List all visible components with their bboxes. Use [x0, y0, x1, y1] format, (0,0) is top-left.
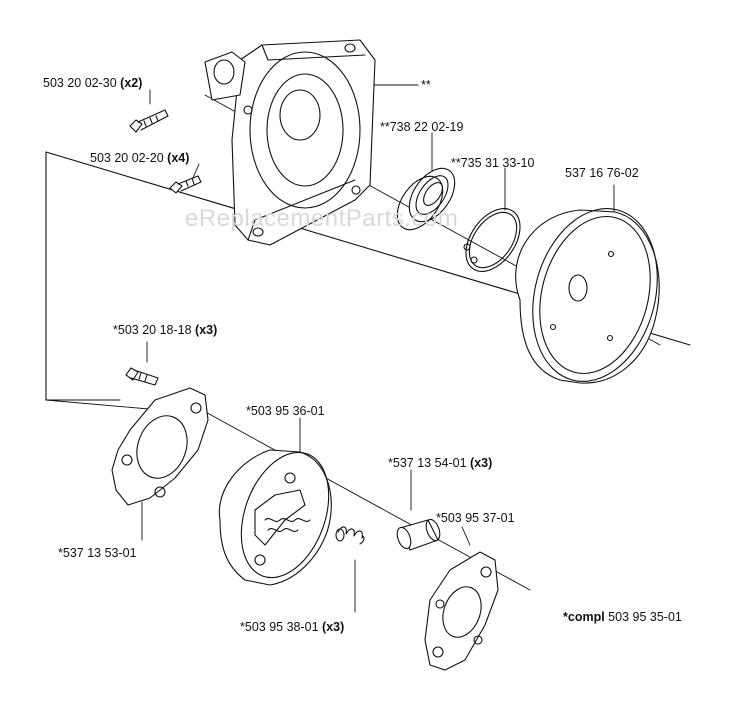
- label-shoe: *503 95 36-01: [246, 404, 325, 418]
- quantity: (x3): [470, 456, 493, 470]
- quantity: (x2): [120, 76, 143, 90]
- bushing: [396, 518, 441, 551]
- part-number: *503 20 18-18: [113, 323, 192, 337]
- part-number: **738 22 02-19: [380, 120, 464, 134]
- quantity: (x3): [195, 323, 218, 337]
- clutch-drum: [515, 208, 660, 384]
- label-spring: *503 95 38-01 (x3): [240, 620, 344, 634]
- front-plate: [111, 387, 209, 506]
- part-number: 503 95 35-01: [608, 610, 682, 624]
- screw: [125, 367, 159, 386]
- part-number: **735 31 33-10: [451, 156, 535, 170]
- part-number: **: [421, 78, 431, 92]
- part-number: 537 16 76-02: [565, 166, 639, 180]
- label-housing: **: [421, 78, 431, 92]
- rear-plate: [424, 551, 499, 671]
- label-front-plate: *537 13 53-01: [58, 546, 137, 560]
- watermark-text: eReplacementParts.com: [185, 205, 459, 232]
- label-bushing: *537 13 54-01 (x3): [388, 456, 492, 470]
- part-number: *537 13 53-01: [58, 546, 137, 560]
- quantity: (x4): [167, 151, 190, 165]
- part-number: *503 95 38-01: [240, 620, 319, 634]
- label-screw: *503 20 18-18 (x3): [113, 323, 217, 337]
- part-number: *537 13 54-01: [388, 456, 467, 470]
- part-number: 503 20 02-20: [90, 151, 164, 165]
- label-compl: *compl 503 95 35-01: [563, 610, 682, 624]
- leader-lines: [141, 84, 615, 613]
- label-bolt-long: 503 20 02-30 (x2): [43, 76, 142, 90]
- quantity: (x3): [322, 620, 345, 634]
- label-seal: **738 22 02-19: [380, 120, 463, 134]
- seal: [396, 167, 456, 231]
- part-number: *503 95 36-01: [246, 404, 325, 418]
- part-number: 503 20 02-30: [43, 76, 117, 90]
- part-number: *503 95 37-01: [436, 511, 515, 525]
- frame-line-lower: [45, 399, 161, 411]
- compl-prefix: *compl: [563, 610, 605, 624]
- label-ring: **735 31 33-10: [451, 156, 534, 170]
- label-drum: 537 16 76-02: [565, 166, 639, 180]
- bolt-long: [129, 109, 169, 133]
- label-rear-plate: *503 95 37-01: [436, 511, 515, 525]
- clutch-shoe-assembly: [218, 449, 332, 586]
- retaining-ring: [463, 208, 521, 272]
- bolt-short: [169, 175, 202, 194]
- housing: [204, 39, 376, 246]
- spring: [335, 526, 365, 545]
- label-bolt-short: 503 20 02-20 (x4): [90, 151, 189, 165]
